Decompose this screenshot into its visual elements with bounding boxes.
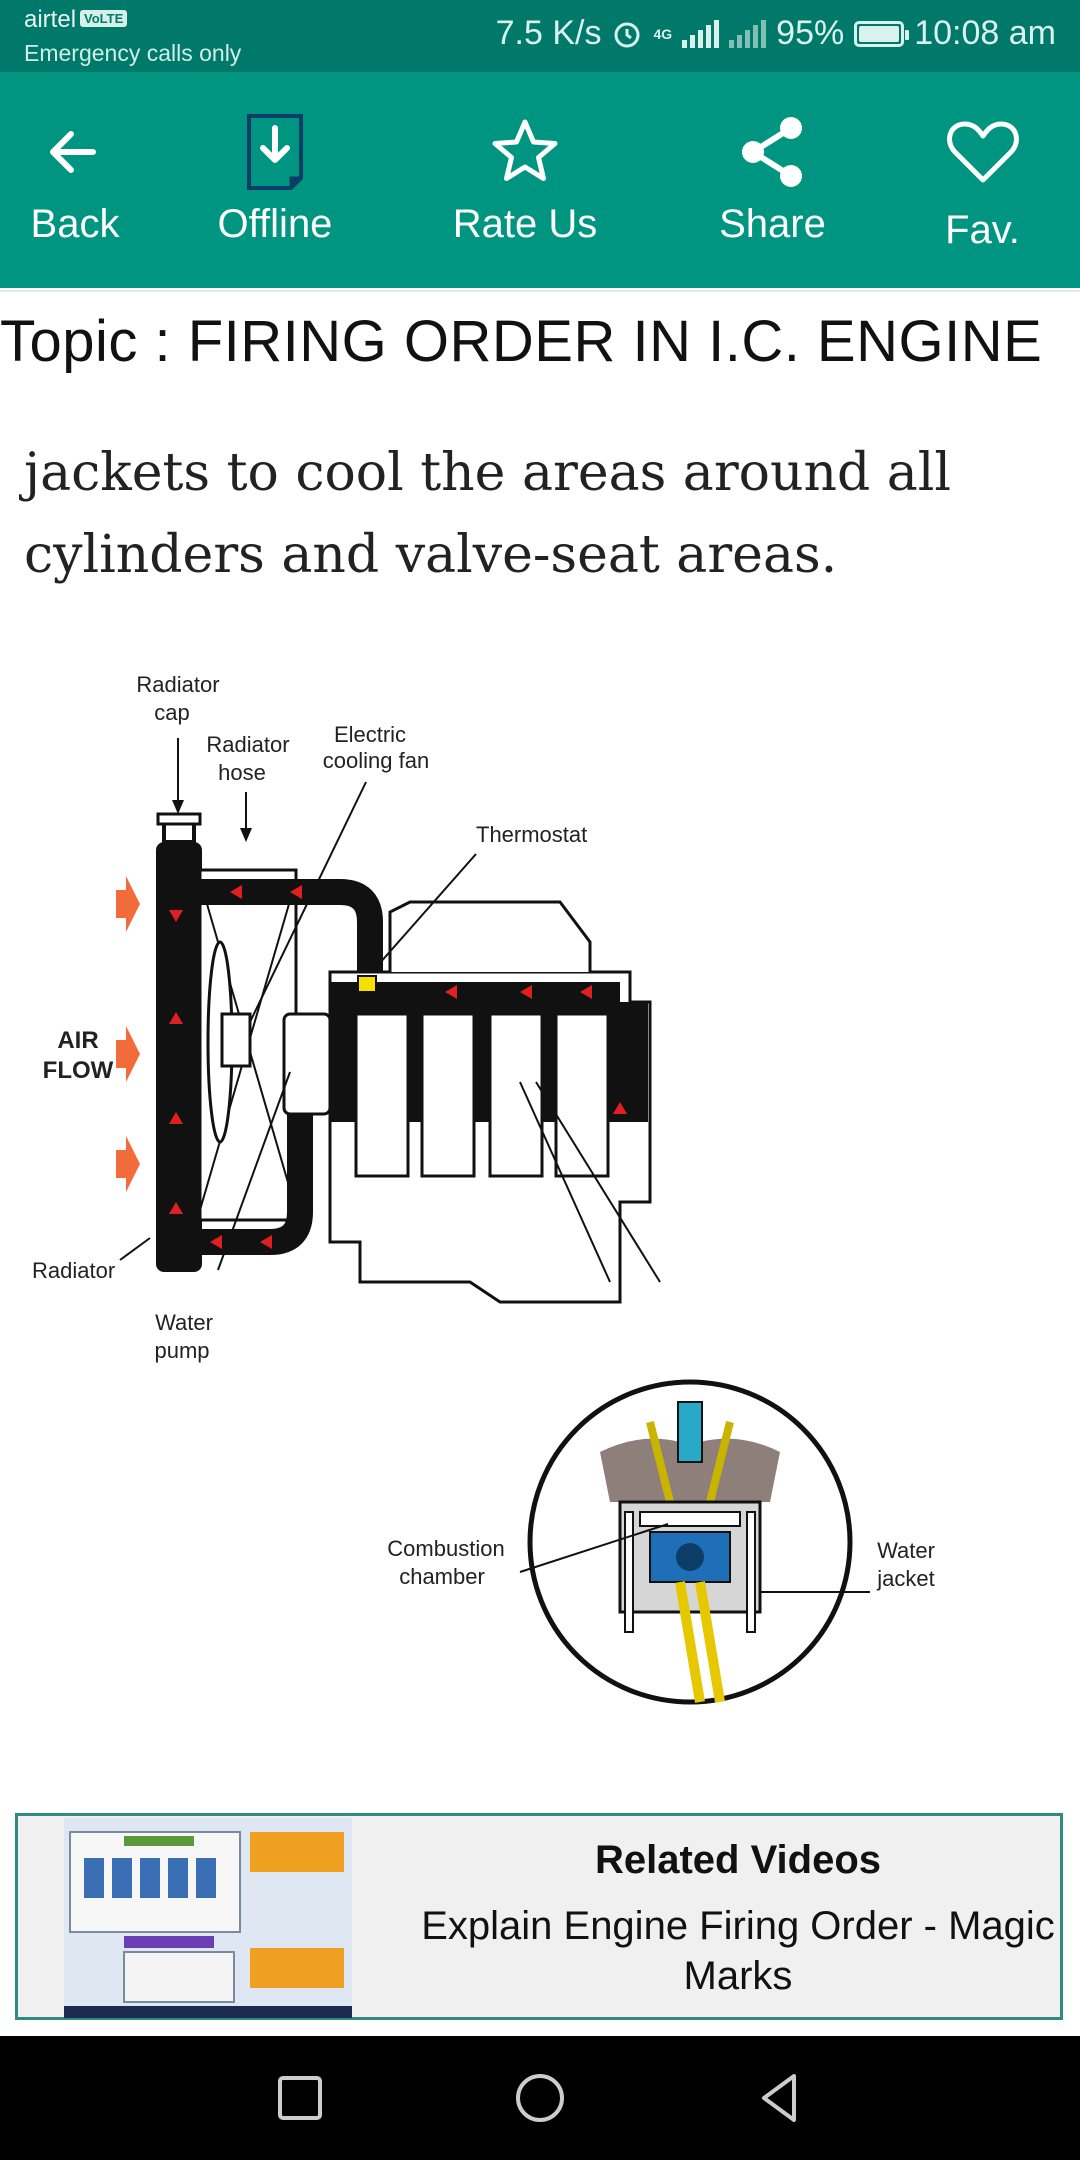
favorite-button[interactable]: Fav. [920,72,1045,288]
share-label: Share [719,202,826,246]
home-icon[interactable] [508,2066,572,2130]
rate-us-button[interactable]: Rate Us [440,72,610,288]
alarm-icon [614,22,640,47]
battery-icon [854,20,910,47]
network-speed: 7.5 K/s [495,14,602,52]
status-indicators: 7.5 K/s 4G 95% 10:08 am [496,14,1056,53]
label-radiator: Radiator [32,1258,115,1283]
coolant-flow-arrows [169,885,627,1249]
network-type: 4G [653,25,673,42]
article-paragraph: jackets to cool the areas around all cyl… [24,443,952,585]
star-icon [492,119,558,181]
heart-icon [946,121,1019,183]
offline-button[interactable]: Offline [200,72,350,288]
clock: 10:08 am [914,14,1056,52]
signal-empty-icon [729,19,767,48]
rate-us-label: Rate Us [452,202,598,246]
related-videos-title: Related Videos [594,1838,882,1882]
recents-icon[interactable] [268,2066,332,2130]
offline-label: Offline [217,202,333,246]
share-icon [741,117,802,187]
radiator [156,842,202,1272]
thermostat [357,975,377,993]
back-button[interactable]: Back [10,72,140,288]
fav-label: Fav. [945,208,1020,252]
related-videos-card[interactable]: Related Videos Explain Engine Firing Ord… [15,1813,1063,2020]
emergency-text: Emergency calls only [24,40,242,66]
download-file-icon [247,114,303,190]
signal-icon [682,19,720,48]
cylinders [354,1012,610,1178]
video-thumbnail[interactable] [64,1818,352,2018]
navigation-bar [0,2036,1080,2160]
toolbar: Back Offline Rate Us Share Fav. [0,72,1080,288]
battery-percent: 95% [776,14,845,52]
topic-bar: Topic : FIRING ORDER IN I.C. ENGINE [0,290,1080,414]
related-video-title[interactable]: Explain Engine Firing Order - Magic Mark… [421,1904,1055,1998]
share-button[interactable]: Share [700,72,845,288]
back-nav-icon[interactable] [748,2066,812,2130]
air-flow-arrows [116,876,140,1192]
volte-badge: VoLTE [80,10,128,27]
back-label: Back [30,202,120,246]
article-content[interactable]: jackets to cool the areas around all cyl… [0,412,1080,1807]
label-thermostat: Thermostat [476,822,587,847]
arrow-left-icon [50,131,96,173]
carrier-label: airtel [24,6,77,33]
topic-title: Topic : FIRING ORDER IN I.C. ENGINE [0,309,1043,374]
